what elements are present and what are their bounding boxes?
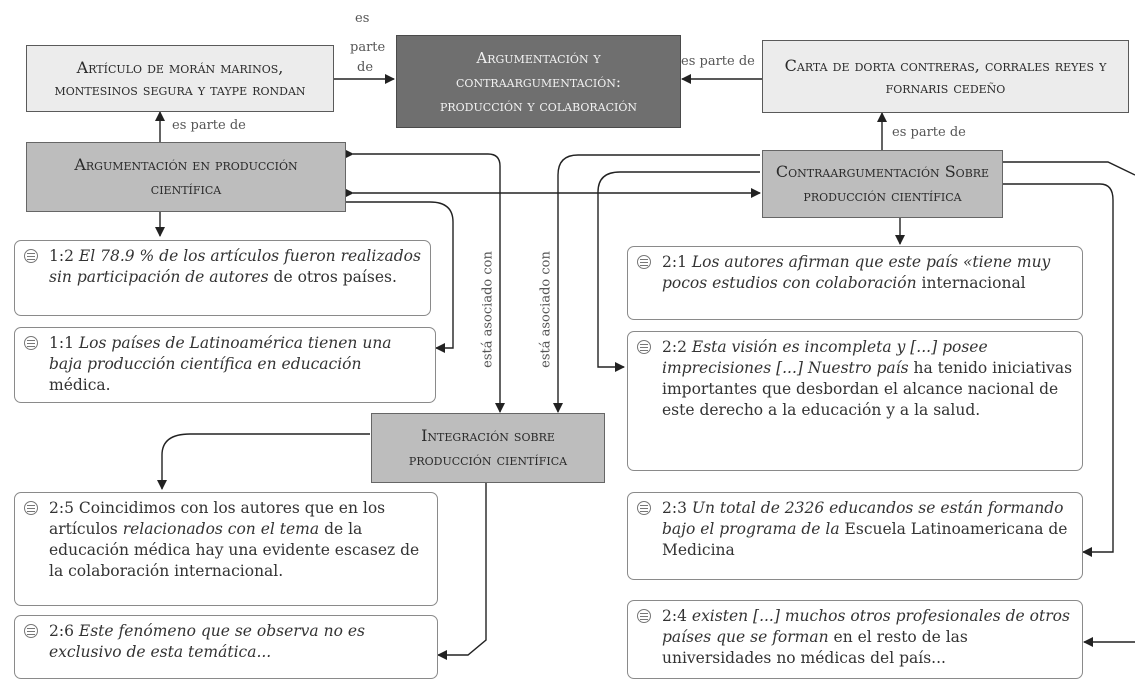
quote-italic-text: Los países de Latinoamérica tienen una b… bbox=[49, 334, 392, 373]
edge-integracion-q26 bbox=[437, 483, 487, 660]
quote-2-1[interactable]: 2:1 Los autores afirman que este país «t… bbox=[627, 246, 1083, 320]
edge-contra-q22 bbox=[597, 171, 760, 372]
quote-id: 2:5 bbox=[49, 499, 74, 517]
quote-italic-text: Esta visión es incompleta y [...] posee … bbox=[662, 338, 988, 377]
edge-contra-integracion bbox=[553, 154, 760, 413]
node-integracion-label: Integración sobre producción científica bbox=[408, 426, 568, 469]
edge-label-de: de bbox=[357, 60, 374, 75]
quote-icon bbox=[24, 249, 38, 263]
quote-2-6[interactable]: 2:6 Este fenómeno que se observa no es e… bbox=[14, 615, 438, 679]
quote-plain-text: internacional bbox=[921, 274, 1026, 292]
quote-icon bbox=[24, 624, 38, 638]
edge-label-es: es bbox=[355, 11, 370, 26]
node-central[interactable]: Argumentación y contraargumentación: pro… bbox=[396, 35, 681, 128]
node-argumentacion-label: Argumentación en producción científica bbox=[74, 155, 298, 198]
edge-integracion-q25 bbox=[157, 433, 370, 490]
edge-label-assoc-arg: está asociado con bbox=[480, 251, 496, 368]
quote-id: 1:1 bbox=[49, 334, 74, 352]
node-argumentacion[interactable]: Argumentación en producción científica bbox=[26, 142, 346, 212]
quote-italic-text: Los autores afirman que este país «tiene… bbox=[662, 253, 1051, 292]
edge-label-arg-moran: es parte de bbox=[172, 118, 246, 133]
edge-label-assoc-contra: está asociado con bbox=[538, 251, 554, 368]
node-contraargumentacion[interactable]: Contraargumentación Sobre producción cie… bbox=[762, 150, 1003, 218]
quote-italic-text: Un total de 2326 educandos se están form… bbox=[662, 499, 1064, 538]
quote-icon bbox=[24, 501, 38, 515]
quote-2-4[interactable]: 2:4 existen [...] muchos otros profesion… bbox=[627, 600, 1083, 679]
quote-id: 2:6 bbox=[49, 622, 74, 640]
node-dorta-letter[interactable]: Carta de dorta contreras, corrales reyes… bbox=[762, 40, 1129, 113]
quote-icon bbox=[637, 340, 651, 354]
quote-icon bbox=[637, 255, 651, 269]
edge-contra-q23 bbox=[1003, 183, 1114, 557]
quote-id: 2:2 bbox=[662, 338, 687, 356]
edge-argumentacion-integracion bbox=[344, 149, 505, 413]
quote-2-5[interactable]: 2:5 Coincidimos con los autores que en l… bbox=[14, 492, 438, 606]
edge-label-dorta-central: es parte de bbox=[681, 54, 755, 69]
quote-id: 2:3 bbox=[662, 499, 687, 517]
quote-id: 2:1 bbox=[662, 253, 687, 271]
quote-icon bbox=[637, 501, 651, 515]
quote-italic-text: relacionados con el tema bbox=[122, 520, 320, 538]
edge-contra-offscreen bbox=[1003, 161, 1135, 176]
node-integracion[interactable]: Integración sobre producción científica bbox=[371, 413, 605, 483]
quote-icon bbox=[637, 609, 651, 623]
quote-1-2[interactable]: 1:2 El 78.9 % de los artículos fueron re… bbox=[14, 240, 431, 316]
quote-italic-text: Este fenómeno que se observa no es exclu… bbox=[49, 622, 365, 661]
node-moran-label: Artículo de morán marinos, montesinos se… bbox=[54, 57, 306, 99]
quote-plain-text: de otros países. bbox=[273, 268, 397, 286]
node-moran-article[interactable]: Artículo de morán marinos, montesinos se… bbox=[26, 45, 334, 112]
quote-plain-text: Escuela Latinoamericana de Medicina bbox=[662, 520, 1068, 559]
quote-2-3[interactable]: 2:3 Un total de 2326 educandos se están … bbox=[627, 492, 1083, 580]
quote-plain-text: ha tenido iniciativas importantes que de… bbox=[662, 359, 1073, 419]
quote-2-2[interactable]: 2:2 Esta visión es incompleta y [...] po… bbox=[627, 331, 1083, 471]
edge-label-contra-dorta: es parte de bbox=[892, 125, 966, 140]
quote-plain-text: médica. bbox=[49, 376, 111, 394]
quote-italic-text: El 78.9 % de los artículos fueron realiz… bbox=[49, 247, 421, 286]
node-contra-label: Contraargumentación Sobre producción cie… bbox=[775, 162, 990, 205]
quote-id: 1:2 bbox=[49, 247, 74, 265]
edge-label-parte: parte bbox=[350, 40, 386, 55]
quote-plain-text: Coincidimos con los autores que en los a… bbox=[49, 499, 386, 538]
node-dorta-label: Carta de dorta contreras, corrales reyes… bbox=[784, 55, 1107, 97]
node-central-label: Argumentación y contraargumentación: pro… bbox=[439, 48, 638, 115]
quote-icon bbox=[24, 336, 38, 350]
quote-plain-text-2: de la educación médica hay una evidente … bbox=[49, 520, 420, 580]
quote-id: 2:4 bbox=[662, 607, 687, 625]
quote-italic-text: existen [...] muchos otros profesionales… bbox=[662, 607, 1070, 646]
quote-1-1[interactable]: 1:1 Los países de Latinoamérica tienen u… bbox=[14, 327, 436, 403]
quote-plain-text: en el resto de las universidades no médi… bbox=[662, 628, 968, 667]
